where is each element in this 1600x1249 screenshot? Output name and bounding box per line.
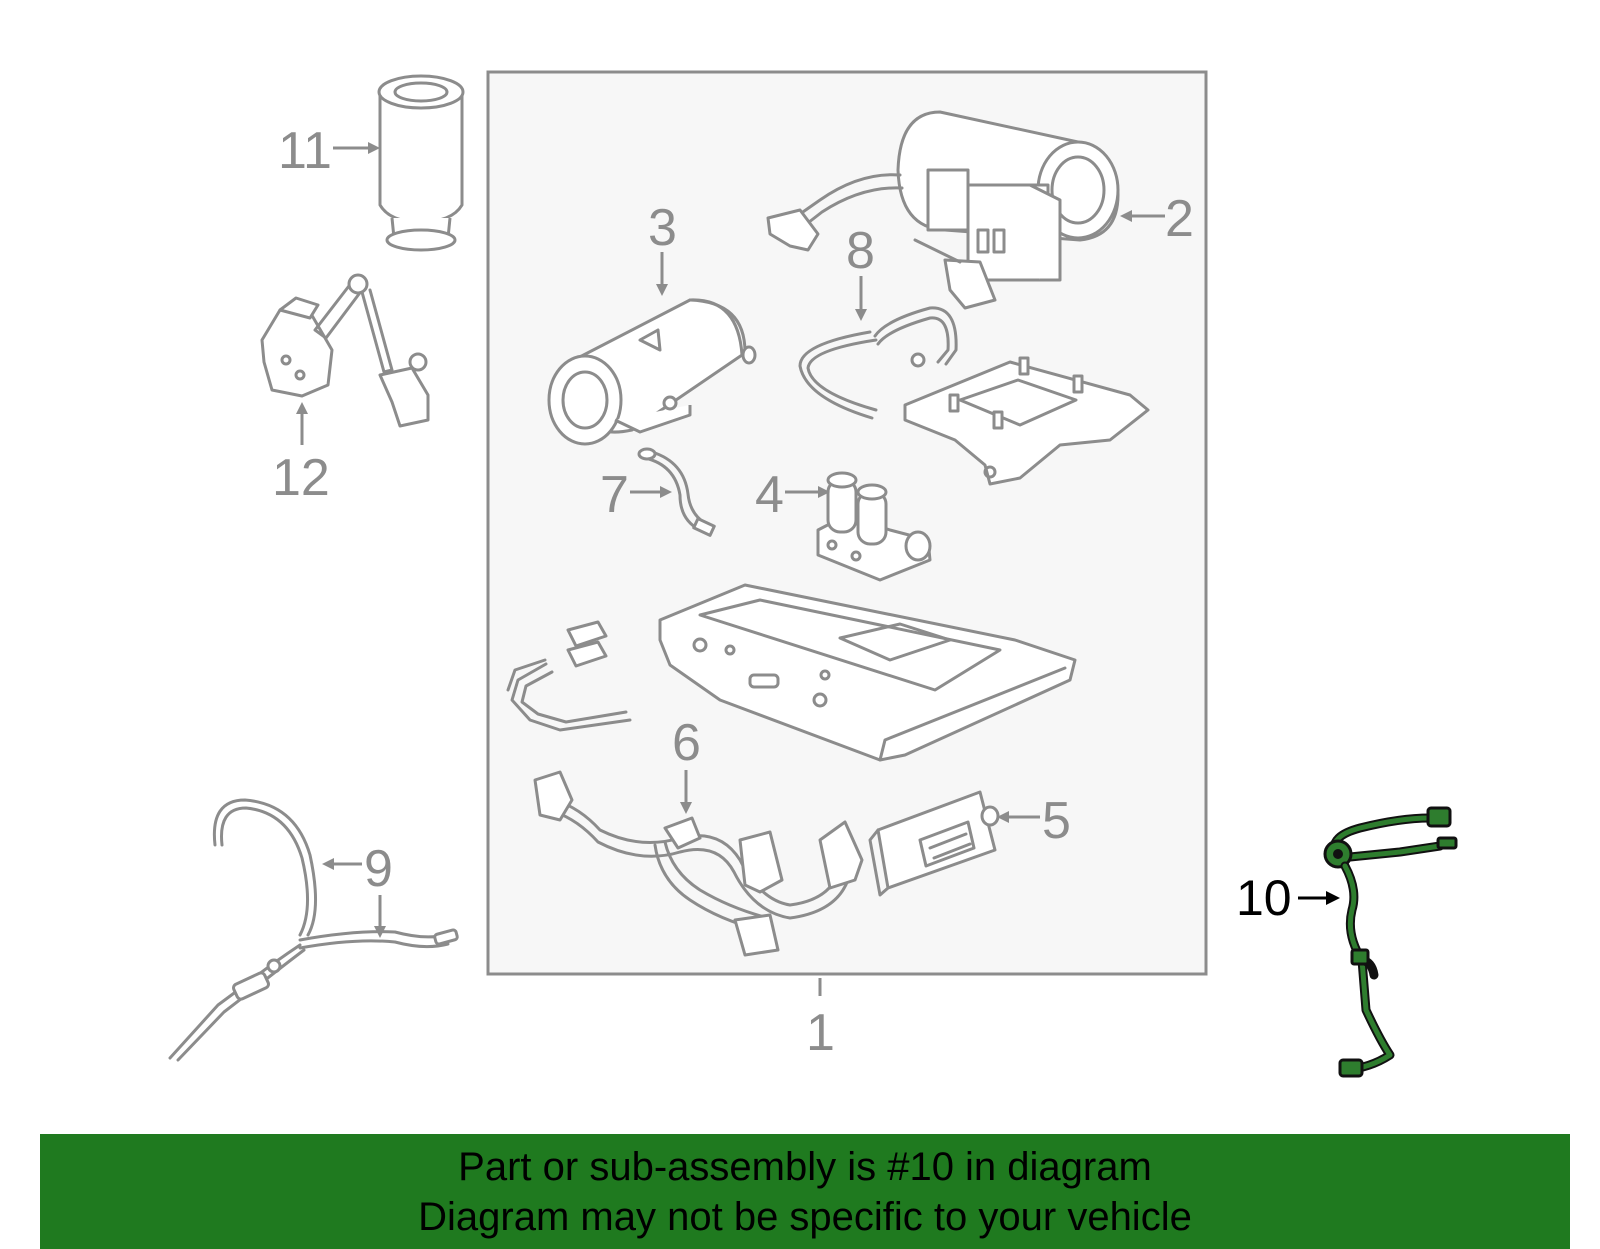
part-6-wiring-harness	[533, 770, 864, 957]
part-7-pressure-line	[637, 447, 716, 537]
callout-3: 3	[648, 199, 677, 257]
part-11-air-spring	[377, 74, 465, 252]
info-banner: Part or sub-assembly is #10 in diagram D…	[40, 1134, 1570, 1249]
callout-10: 10	[1236, 870, 1292, 926]
callout-9: 9	[364, 840, 393, 898]
callout-1: 1	[806, 1004, 835, 1062]
part-4-valve-block	[816, 471, 932, 582]
part-9-harness	[168, 798, 459, 1062]
banner-line-1: Part or sub-assembly is #10 in diagram	[458, 1145, 1152, 1189]
part-8-air-line	[798, 306, 958, 420]
part-5-control-module	[868, 790, 1000, 897]
callout-12: 12	[272, 449, 330, 507]
part-2-compressor-assembly	[766, 110, 1120, 310]
callout-4: 4	[755, 466, 784, 524]
fittings-and-tubes	[506, 620, 632, 732]
callout-8: 8	[846, 222, 875, 280]
part-10-harness-highlighted	[1323, 806, 1458, 1078]
callout-5: 5	[1042, 792, 1071, 850]
mounting-bracket	[903, 356, 1150, 486]
part-12-height-sensor	[260, 273, 430, 428]
mounting-tray	[658, 583, 1077, 762]
callout-6: 6	[672, 714, 701, 772]
callout-11: 11	[278, 122, 332, 180]
banner-line-2: Diagram may not be specific to your vehi…	[418, 1195, 1192, 1239]
callout-2: 2	[1165, 190, 1194, 248]
part-3-canister	[547, 298, 757, 446]
callout-7: 7	[600, 466, 629, 524]
